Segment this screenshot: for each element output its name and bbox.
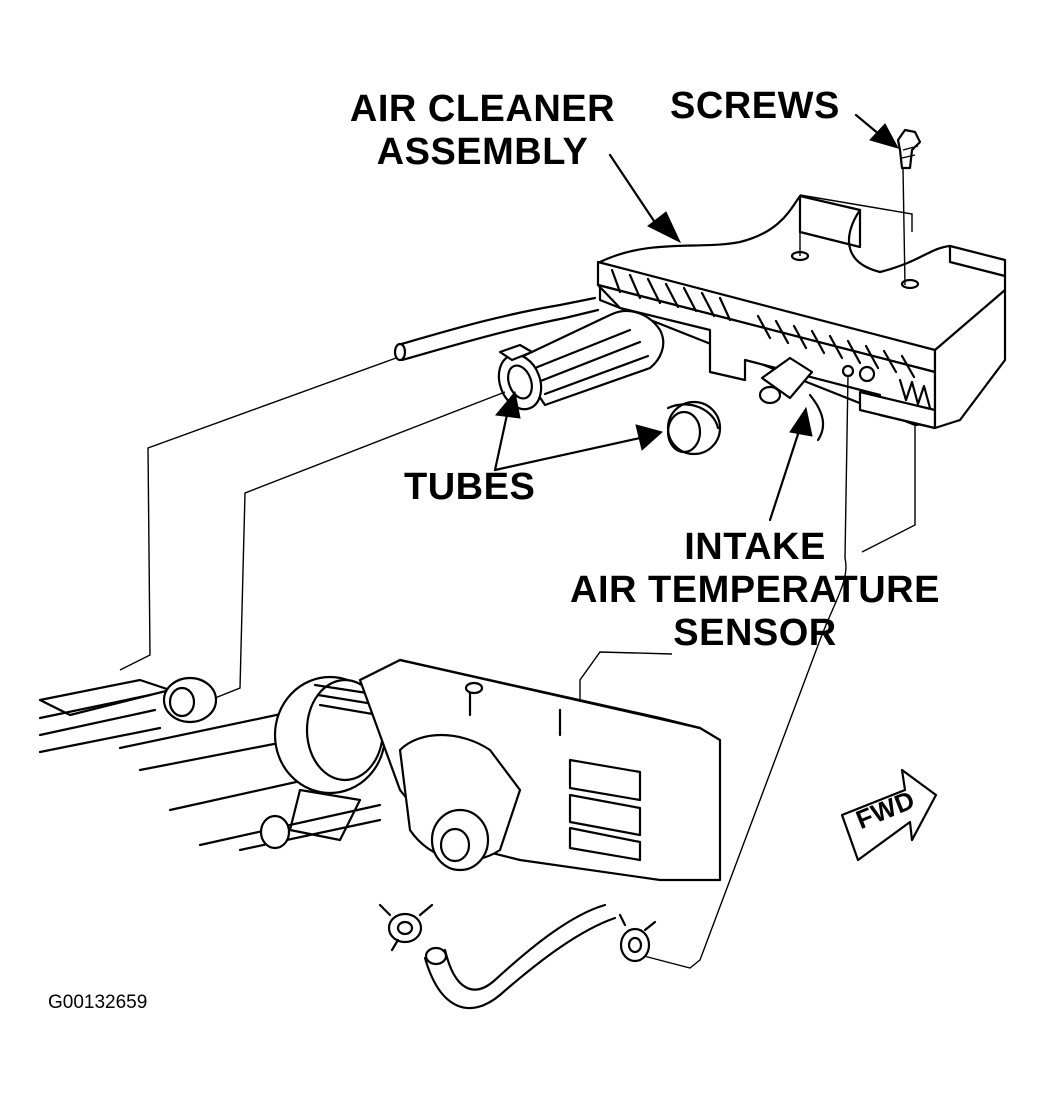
arrow-iat-sensor	[768, 406, 813, 522]
hose-clamp-right	[618, 913, 657, 963]
arrow-screws	[854, 113, 900, 149]
figure-id: G00132659	[48, 992, 148, 1013]
tubes-label: TUBES	[404, 466, 536, 508]
throttle-body-assembly	[38, 658, 722, 882]
arrow-tubes-right	[493, 424, 664, 472]
screws-label: SCREWS	[670, 85, 840, 127]
tube-upper	[497, 309, 665, 411]
arrow-tubes-left	[493, 390, 521, 472]
hose-clamp-left	[378, 903, 434, 952]
arrow-air-cleaner	[608, 153, 682, 244]
iat-sensor	[758, 356, 825, 442]
lower-hose	[423, 903, 617, 1010]
iat-label-line1: INTAKE	[684, 526, 826, 568]
alignment-lines	[119, 167, 916, 969]
air-cleaner-housing	[596, 194, 1007, 430]
air-cleaner-assembly-label: AIR CLEANER ASSEMBLY	[340, 88, 625, 174]
air-cleaner-label-line2: ASSEMBLY	[376, 131, 589, 173]
fwd-indicator	[840, 768, 938, 862]
screw	[896, 128, 922, 170]
hose-upper-left	[393, 296, 600, 362]
iat-label-line3: SENSOR	[673, 612, 837, 654]
air-cleaner-label-line1: AIR CLEANER	[349, 88, 616, 130]
iat-sensor-label: INTAKE AIR TEMPERATURE SENSOR	[560, 526, 950, 655]
tube-ring	[666, 400, 722, 456]
iat-label-line2: AIR TEMPERATURE	[570, 569, 940, 611]
